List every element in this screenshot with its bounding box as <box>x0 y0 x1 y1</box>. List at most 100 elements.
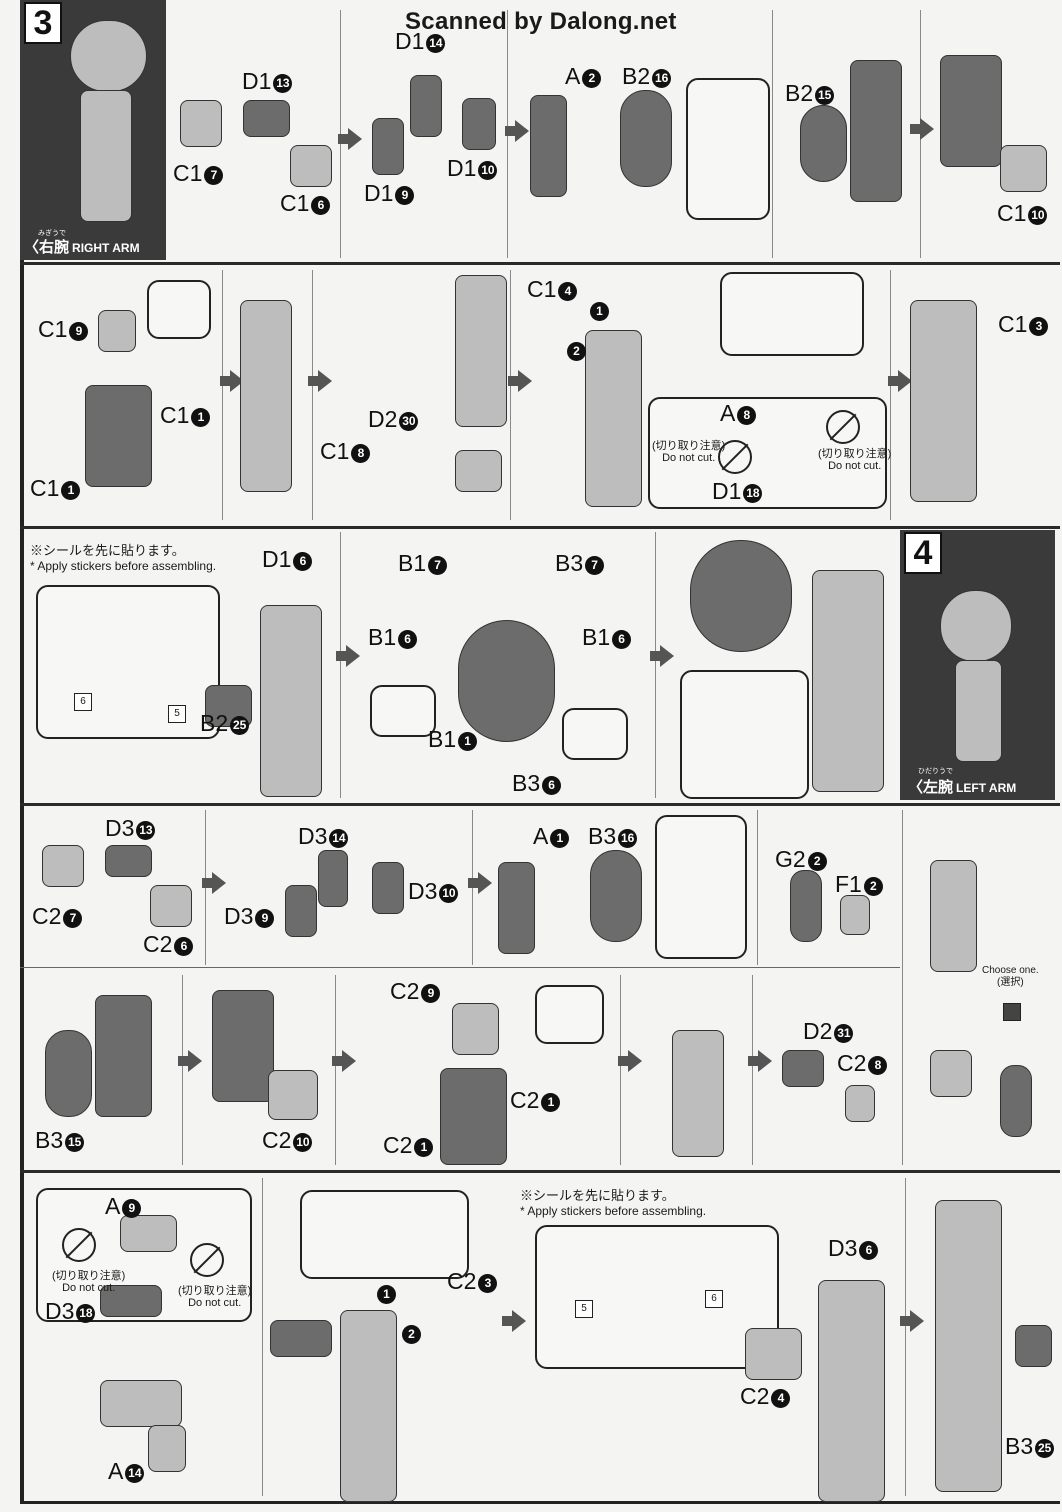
do-not-cut-jp: (切り取り注意) <box>652 440 726 452</box>
part-shape <box>585 330 642 507</box>
next-step-arrow <box>338 128 362 150</box>
part-id: D3 <box>298 823 328 849</box>
part-shape <box>268 1070 318 1120</box>
part-number: 4 <box>771 1389 791 1408</box>
part-number: 1 <box>414 1138 434 1157</box>
part-shape <box>935 1200 1002 1492</box>
detail-callout <box>720 272 864 356</box>
part-number: 7 <box>585 556 605 575</box>
part-number: 1 <box>541 1093 561 1112</box>
part-shape <box>530 95 567 197</box>
row-divider <box>20 526 1060 529</box>
part-id: B3 <box>35 1127 64 1153</box>
part-number: 2 <box>807 852 827 871</box>
row-divider <box>20 967 900 968</box>
row-divider <box>20 1170 1060 1173</box>
detail-callout <box>686 78 770 220</box>
part-number: 9 <box>122 1199 142 1218</box>
part-shape <box>672 1030 724 1157</box>
part-shape <box>260 605 322 797</box>
part-shape <box>782 1050 824 1087</box>
part-shape <box>850 60 902 202</box>
part-id: B2 <box>785 80 814 106</box>
part-id: C2 <box>447 1268 477 1294</box>
part-number: 30 <box>399 412 419 431</box>
part-id: C1 <box>320 438 350 464</box>
part-shape <box>45 1030 92 1117</box>
part-id: A <box>108 1458 124 1484</box>
part-id: C2 <box>262 1127 292 1153</box>
part-id: A <box>533 823 549 849</box>
part-shape <box>818 1280 885 1502</box>
step-divider <box>182 975 183 1165</box>
part-id: D3 <box>45 1298 75 1324</box>
detail-callout <box>535 985 604 1044</box>
part-number: 1 <box>550 829 570 848</box>
no-cut-icon <box>826 410 860 444</box>
part-id: B1 <box>368 624 397 650</box>
part-number: 1 <box>61 481 81 500</box>
part-id: D3 <box>105 815 135 841</box>
part-number: 1 <box>458 732 478 751</box>
sticker-note-en: * Apply stickers before assembling. <box>520 1204 707 1218</box>
next-step-arrow <box>618 1050 642 1072</box>
step-divider <box>262 1178 263 1496</box>
part-number: 14 <box>329 829 349 848</box>
part-shape <box>120 1215 177 1252</box>
part-id: A <box>565 63 581 89</box>
detail-callout <box>300 1190 469 1279</box>
caption-jp: 左腕 <box>923 779 954 796</box>
sticker-note: ※シールを先に貼ります。* Apply stickers before asse… <box>30 540 216 573</box>
part-shape <box>440 1068 507 1165</box>
do-not-cut-en: Do not cut. <box>188 1297 242 1309</box>
step-divider <box>890 270 891 520</box>
sticker-note-en: * Apply stickers before assembling. <box>30 559 217 573</box>
part-id: B1 <box>582 624 611 650</box>
part-shape <box>910 300 977 502</box>
sticker-callout <box>36 585 220 739</box>
step-divider <box>620 975 621 1165</box>
step-divider <box>335 975 336 1165</box>
part-number: 3 <box>1029 317 1049 336</box>
part-number: 25 <box>1035 1439 1055 1458</box>
part-id: D1 <box>242 68 272 94</box>
row-divider <box>20 803 1060 806</box>
part-id: C1 <box>160 402 190 428</box>
detail-callout <box>370 685 436 737</box>
part-id: C2 <box>32 903 62 929</box>
part-shape <box>285 885 317 937</box>
part-id: D1 <box>395 28 425 54</box>
part-number: 6 <box>311 196 331 215</box>
open-hand-part <box>1000 1065 1032 1137</box>
part-shape <box>840 895 870 935</box>
next-step-arrow <box>178 1050 202 1072</box>
arm-illustration <box>955 660 1002 762</box>
part-shape <box>498 862 535 954</box>
do-not-cut-note: (切り取り注意)Do not cut. <box>652 440 725 464</box>
part-number: 18 <box>743 484 763 503</box>
part-id: C2 <box>390 978 420 1004</box>
next-step-arrow <box>336 645 360 667</box>
part-number: 2 <box>863 877 883 896</box>
no-cut-icon <box>62 1228 96 1262</box>
part-shape <box>85 385 152 487</box>
part-number: 16 <box>652 69 672 88</box>
caption-en: RIGHT ARM <box>72 241 140 255</box>
part-shape <box>100 1285 162 1317</box>
part-number: 25 <box>230 716 250 735</box>
part-id: C1 <box>998 311 1028 337</box>
